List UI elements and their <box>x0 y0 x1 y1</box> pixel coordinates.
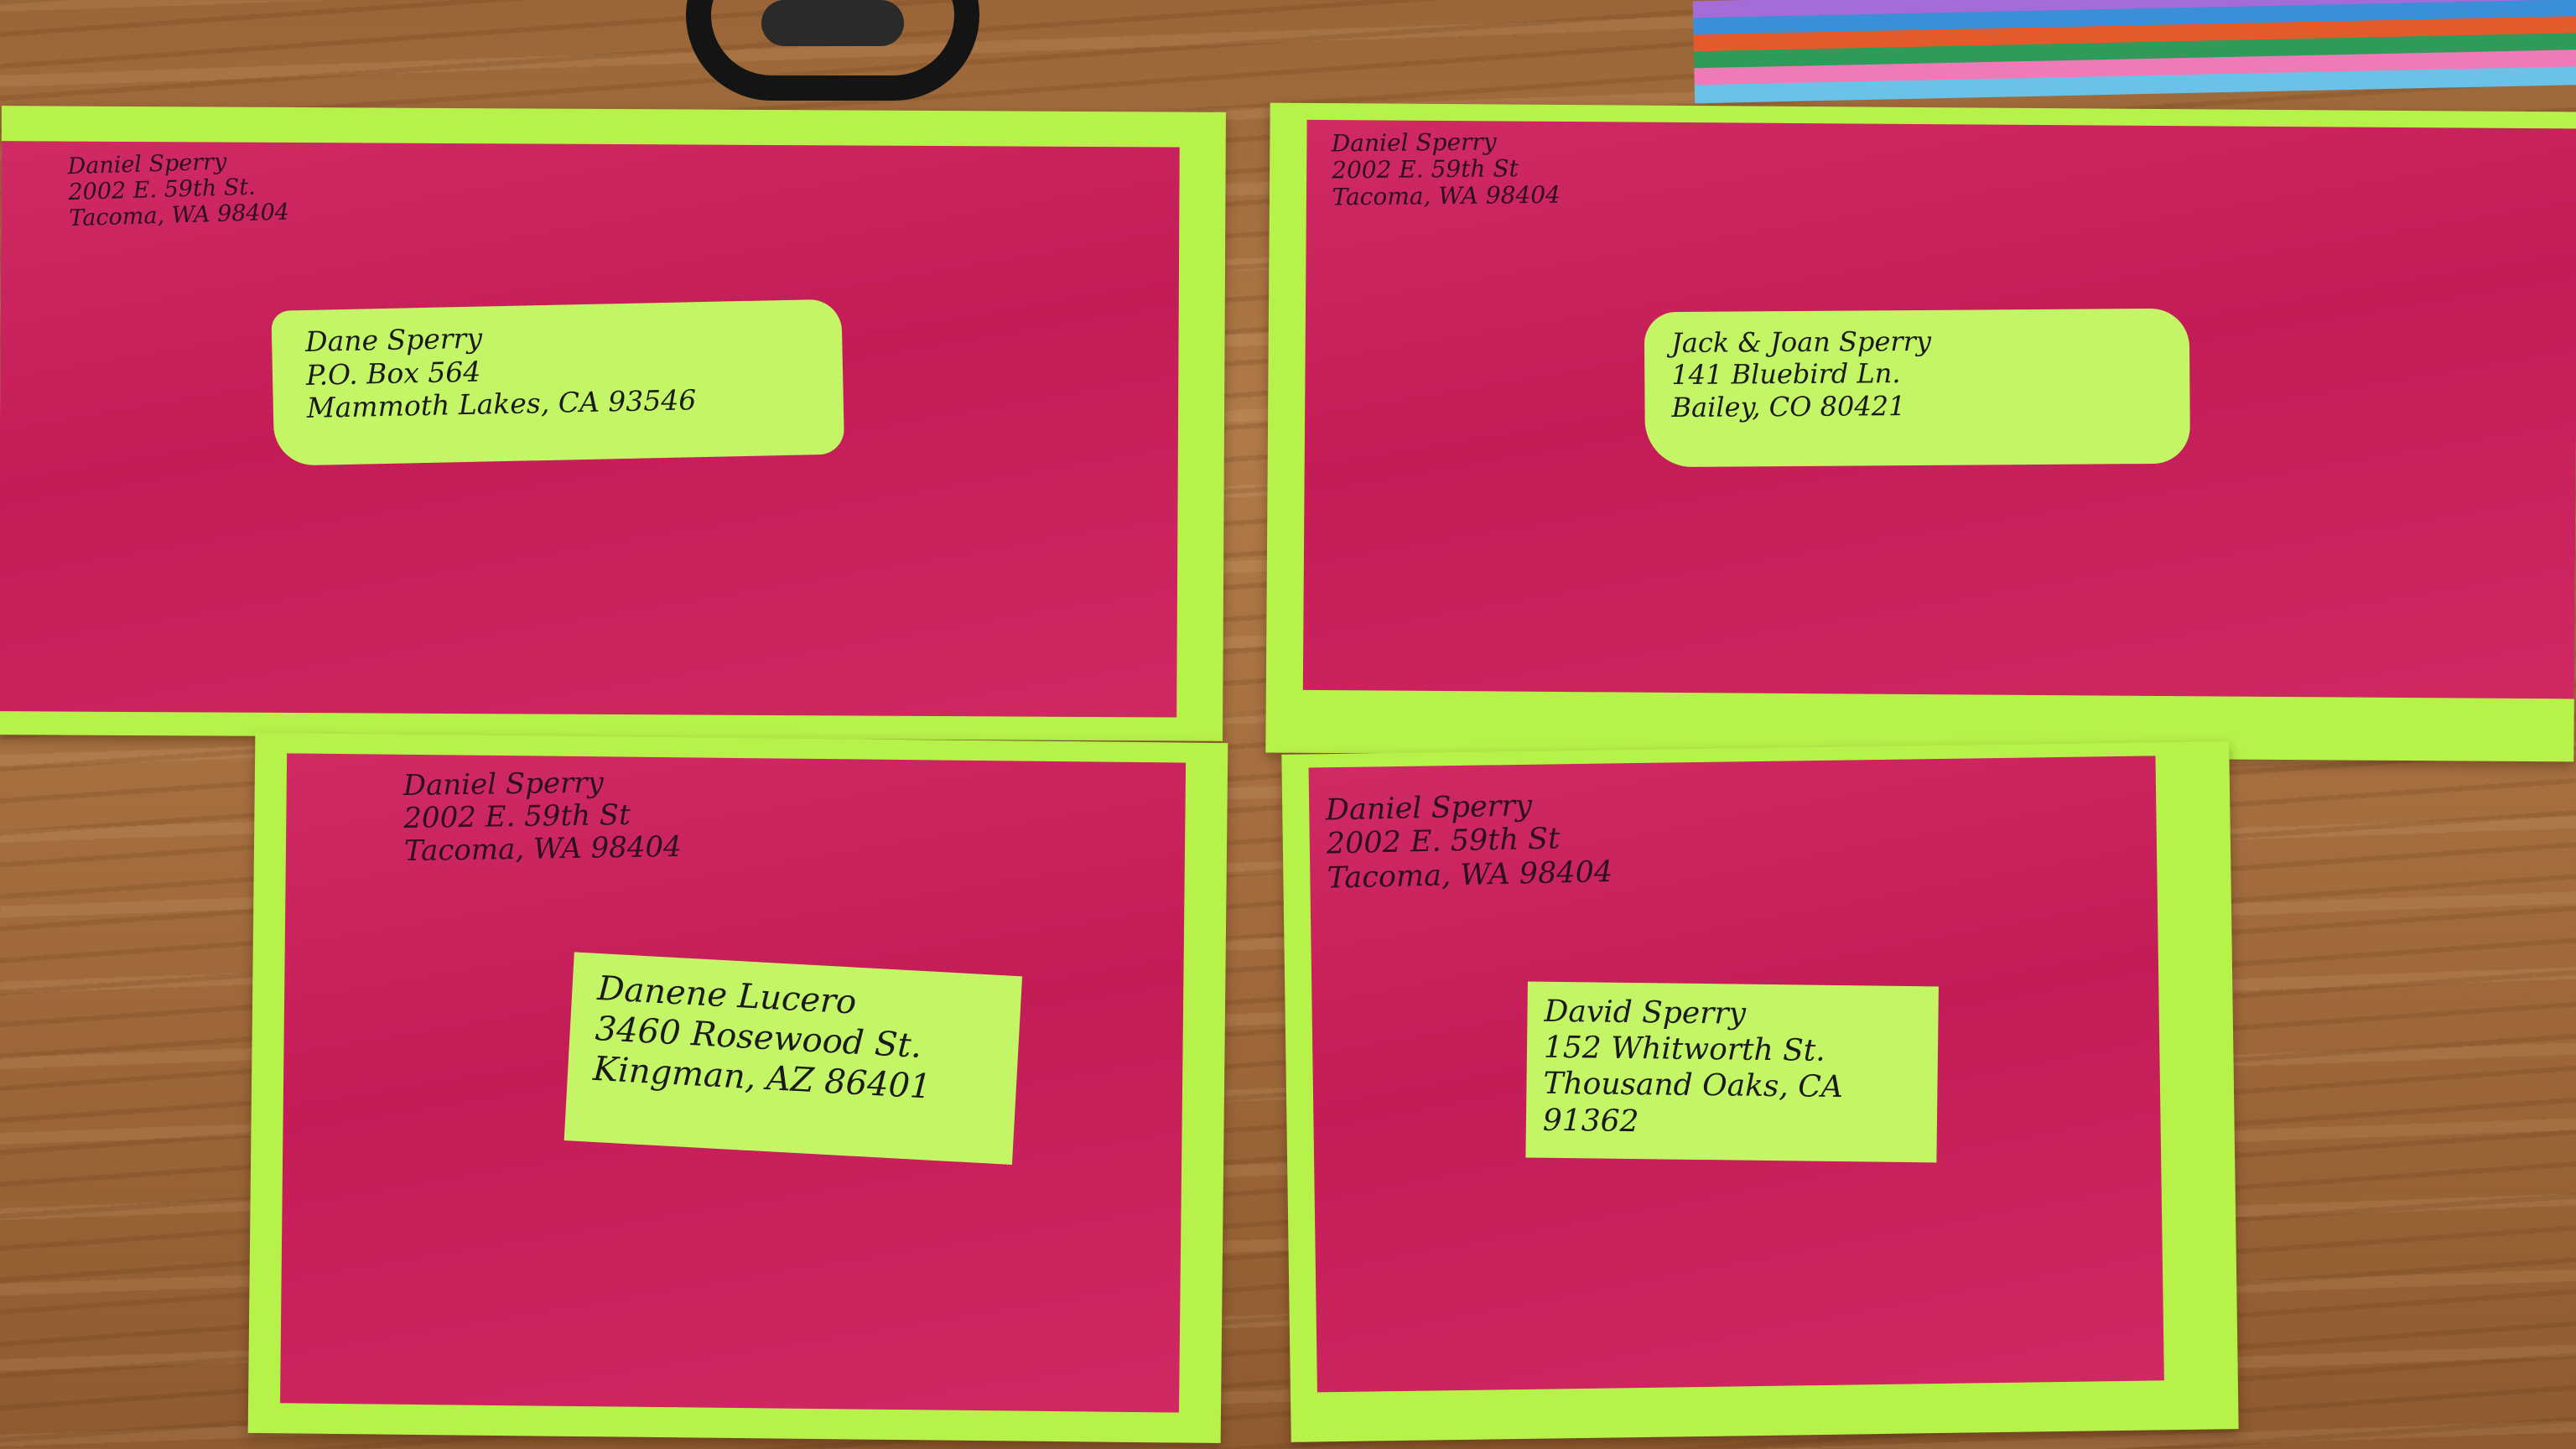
recipient-label: Danene Lucero 3460 Rosewood St. Kingman,… <box>564 952 1023 1165</box>
recipient-city: Bailey, CO 80421 <box>1671 389 1906 423</box>
envelope-card: Daniel Sperry 2002 E. 59th St Tacoma, WA… <box>1308 756 2164 1393</box>
scissors-handle <box>686 0 979 101</box>
envelope-jack-joan-sperry: Daniel Sperry 2002 E. 59th St Tacoma, WA… <box>1265 102 2576 762</box>
return-city: Tacoma, WA 98404 <box>1327 854 1613 896</box>
recipient-label: David Sperry 152 Whitworth St. Thousand … <box>1525 981 1939 1163</box>
recipient-street: 152 Whitworth St. <box>1543 1030 1826 1069</box>
envelope-dane-sperry: Daniel Sperry 2002 E. 59th St. Tacoma, W… <box>0 106 1226 741</box>
return-address: Daniel Sperry 2002 E. 59th St. Tacoma, W… <box>67 147 290 232</box>
recipient-street: 141 Bluebird Ln. <box>1671 357 1901 392</box>
recipient-label: Dane Sperry P.O. Box 564 Mammoth Lakes, … <box>271 299 845 466</box>
return-name: Daniel Sperry <box>402 766 605 803</box>
recipient-zip: 91362 <box>1542 1103 1639 1139</box>
envelope-card: Daniel Sperry 2002 E. 59th St. Tacoma, W… <box>0 141 1180 718</box>
envelope-david-sperry: Daniel Sperry 2002 E. 59th St Tacoma, WA… <box>1281 741 2239 1442</box>
return-address: Daniel Sperry 2002 E. 59th St Tacoma, WA… <box>1325 787 1613 895</box>
return-address: Daniel Sperry 2002 E. 59th St Tacoma, WA… <box>402 766 682 868</box>
return-city: Tacoma, WA 98404 <box>403 830 683 869</box>
return-city: Tacoma, WA 98404 <box>1332 180 1561 211</box>
envelope-card: Daniel Sperry 2002 E. 59th St Tacoma, WA… <box>280 753 1187 1413</box>
return-city: Tacoma, WA 98404 <box>68 199 290 232</box>
return-street: 2002 E. 59th St <box>1332 154 1519 184</box>
return-address: Daniel Sperry 2002 E. 59th St Tacoma, WA… <box>1331 127 1561 211</box>
recipient-city: Thousand Oaks, CA <box>1543 1067 1844 1105</box>
envelope-danene-lucero: Daniel Sperry 2002 E. 59th St Tacoma, WA… <box>247 732 1228 1444</box>
return-name: Daniel Sperry <box>1331 127 1497 158</box>
return-street: 2002 E. 59th St <box>403 797 631 836</box>
recipient-name: David Sperry <box>1544 994 1747 1031</box>
recipient-name: Jack & Joan Sperry <box>1670 325 1932 360</box>
envelope-card: Daniel Sperry 2002 E. 59th St Tacoma, WA… <box>1302 119 2576 699</box>
recipient-label: Jack & Joan Sperry 141 Bluebird Ln. Bail… <box>1644 308 2191 468</box>
paper-stack <box>1692 0 2576 118</box>
